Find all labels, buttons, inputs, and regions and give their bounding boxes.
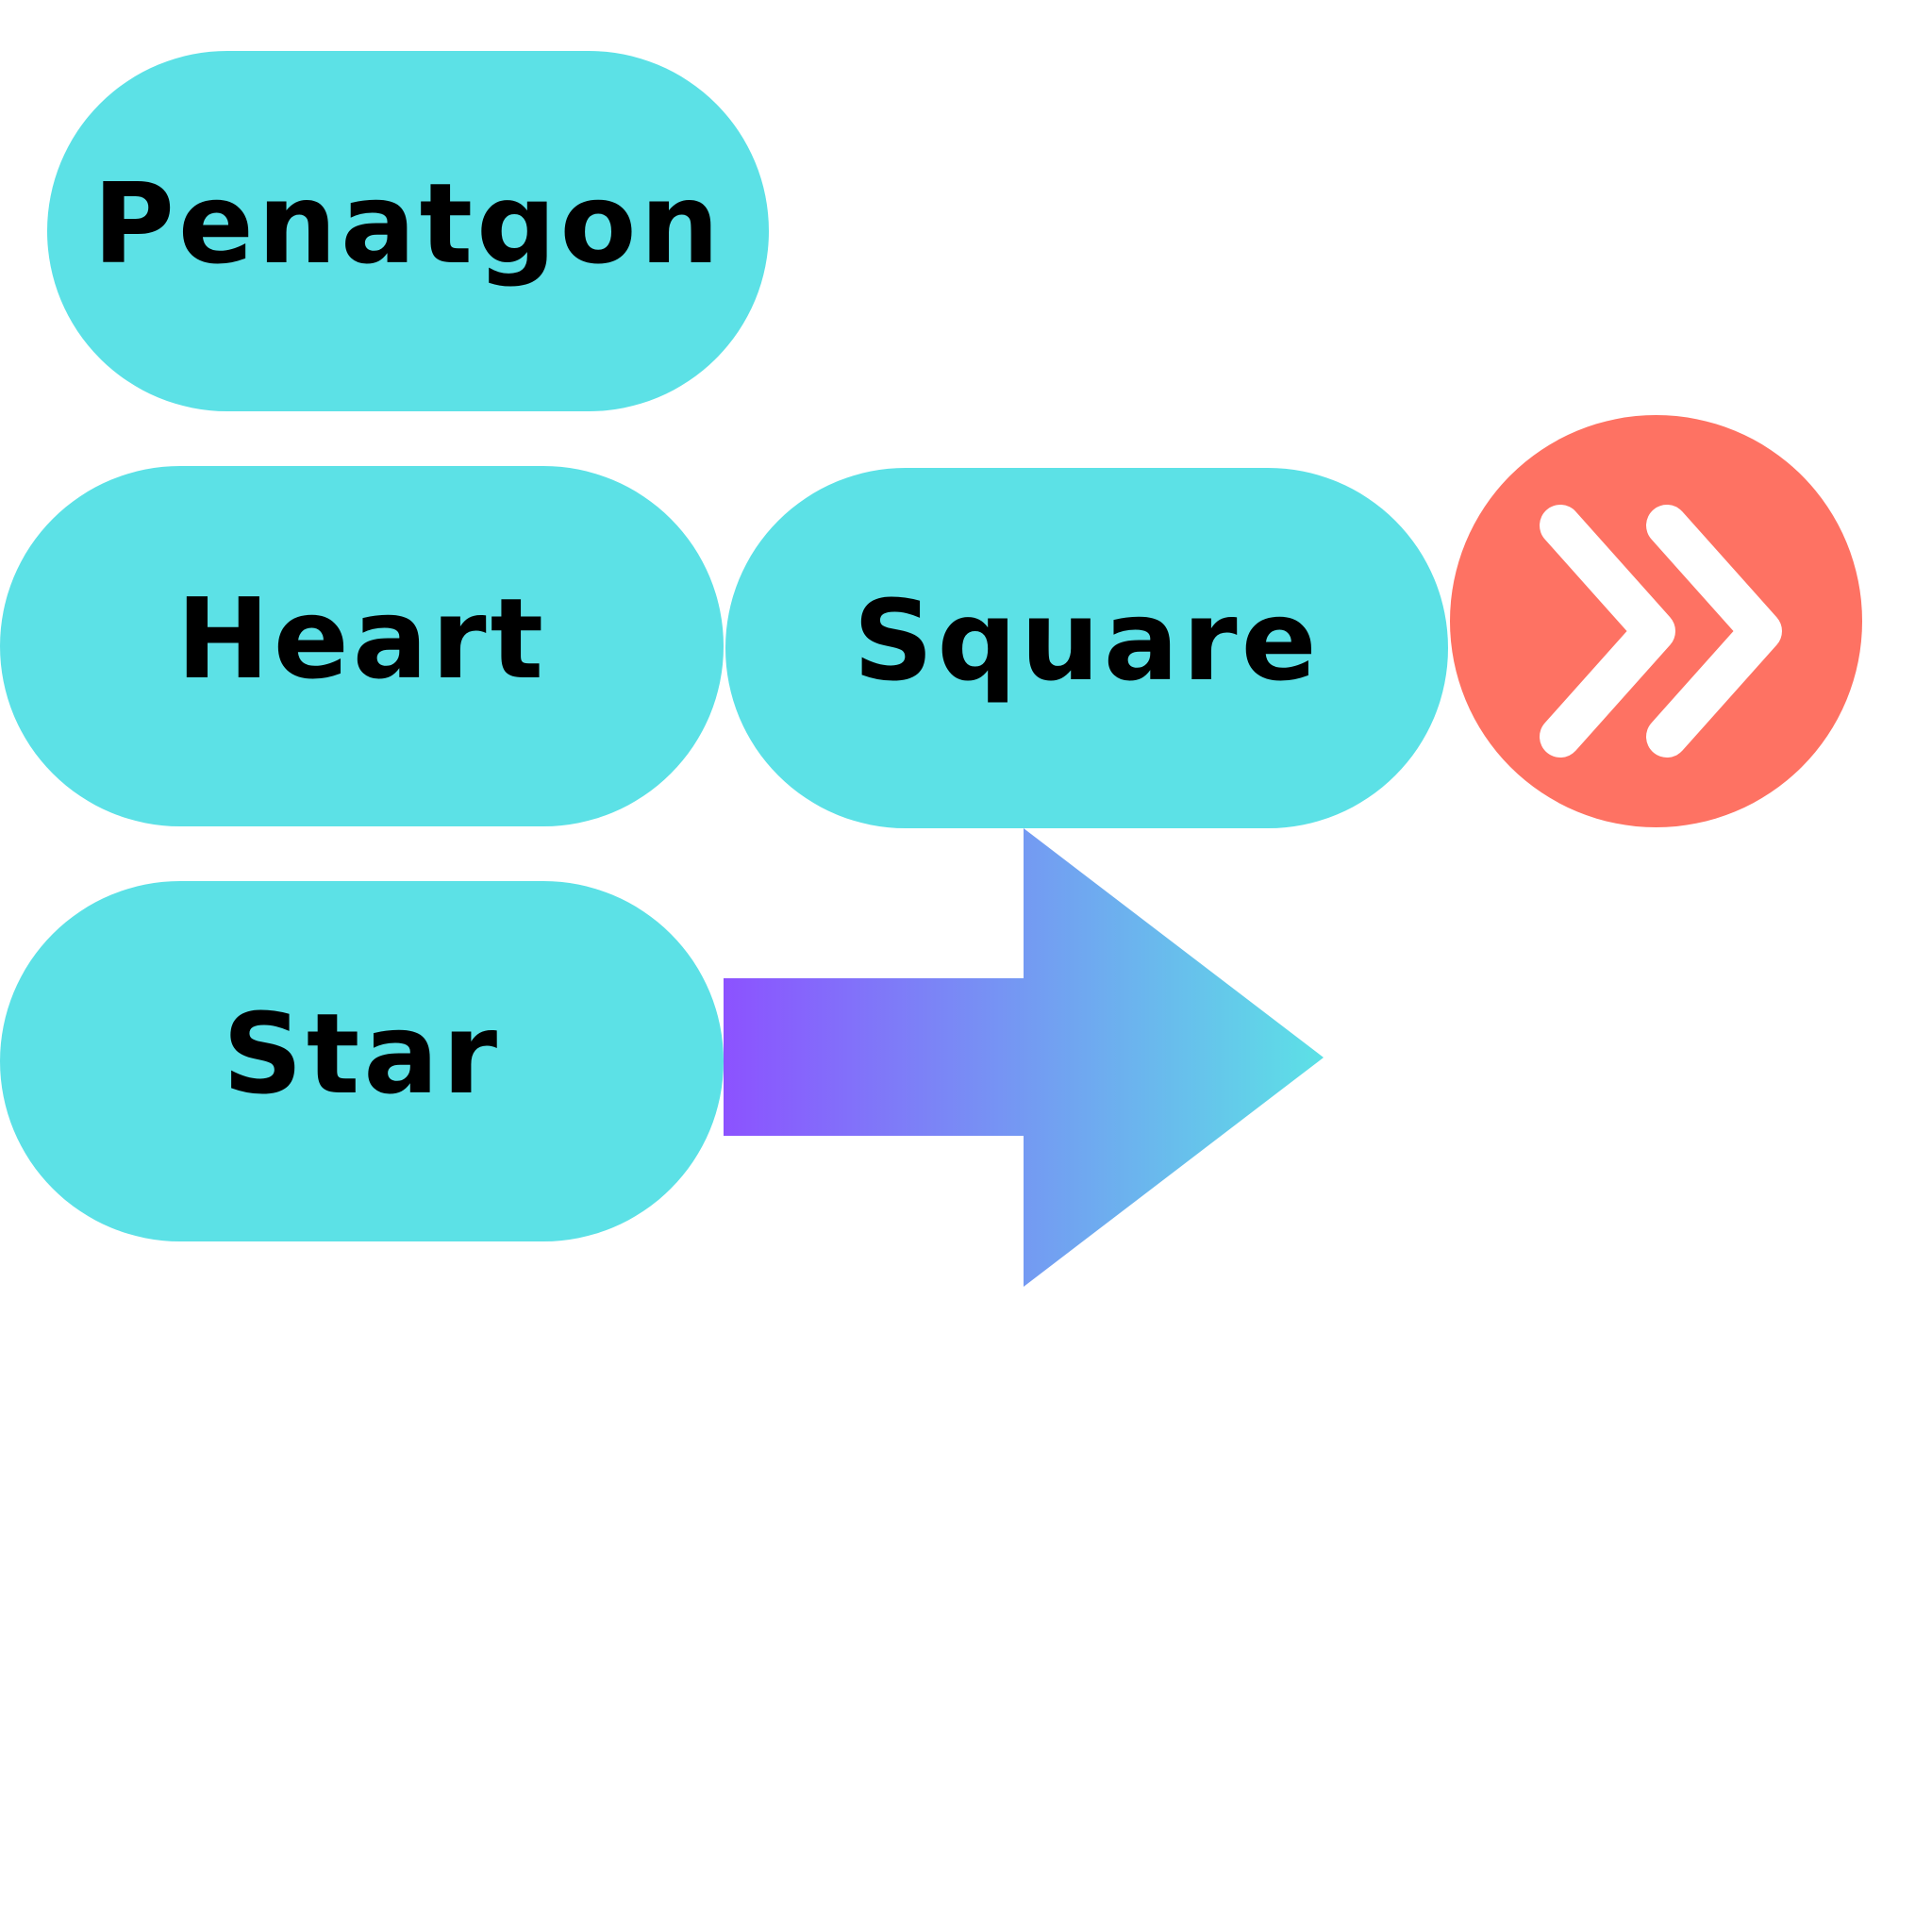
shape-option-square[interactable]: Square xyxy=(725,468,1448,828)
double-chevron-right-icon xyxy=(1540,505,1782,758)
shape-option-pentagon[interactable]: Penatgon xyxy=(47,51,769,411)
shape-option-heart[interactable]: Heart xyxy=(0,466,724,826)
shape-option-label: Heart xyxy=(175,574,547,704)
shape-option-label: Square xyxy=(853,575,1321,706)
shape-option-star[interactable]: Star xyxy=(0,881,724,1241)
shape-option-label: Star xyxy=(222,989,502,1119)
right-arrow-icon xyxy=(724,828,1324,1287)
next-button[interactable] xyxy=(1450,415,1862,827)
shape-option-label: Penatgon xyxy=(92,158,724,289)
